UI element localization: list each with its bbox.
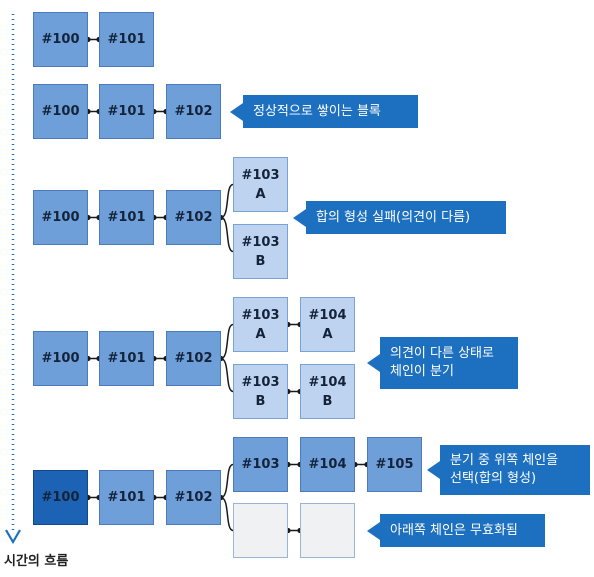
block-100: #100 xyxy=(33,470,88,525)
block-100: #100 xyxy=(33,190,88,245)
block-label: #100 xyxy=(41,32,80,47)
callout-text: 선택(합의 형성) xyxy=(450,471,537,486)
block-branch-a: #104 xyxy=(300,437,355,492)
callout-row5-invalidated: 아래쪽 체인은 무효화됨 xyxy=(367,514,545,547)
fork-link-upper xyxy=(220,323,234,360)
orphan-block xyxy=(233,503,288,558)
block-label: B xyxy=(322,393,333,409)
block-label: A xyxy=(322,326,333,342)
block-101: #101 xyxy=(99,84,154,139)
fork-link-upper xyxy=(220,463,234,499)
callout-text: 체인이 분기 xyxy=(390,364,454,379)
block-branch-a: #103 xyxy=(233,437,288,492)
callout-text: 아래쪽 체인은 무효화됨 xyxy=(390,522,518,538)
block-label: A xyxy=(255,326,266,342)
block-label: A xyxy=(255,186,266,202)
block-101: #101 xyxy=(99,470,154,525)
block-label: #103 xyxy=(241,234,280,250)
block-label: #104 xyxy=(308,457,347,472)
block-label: #103 xyxy=(241,374,280,390)
block-100: #100 xyxy=(33,12,88,67)
block-label: #101 xyxy=(107,351,146,366)
block-label: #100 xyxy=(41,104,80,119)
block-102: #102 xyxy=(166,470,221,525)
block-label: #102 xyxy=(174,351,213,366)
block-102: #102 xyxy=(166,331,221,386)
callout-text: 정상적으로 쌓이는 블록 xyxy=(253,103,381,119)
block-label: #100 xyxy=(41,210,80,225)
block-branch-a: #105 xyxy=(367,437,422,492)
block-label: #103 xyxy=(241,307,280,323)
block-label: #105 xyxy=(375,457,414,472)
block-label: #104 xyxy=(308,374,347,390)
block-label: #104 xyxy=(308,307,347,323)
callout-text: 의견이 다른 상태로 xyxy=(390,346,494,361)
time-axis-arrowhead xyxy=(5,529,21,545)
callout-text: 분기 중 위쪽 체인을 xyxy=(450,453,559,468)
fork-link-upper xyxy=(220,183,234,219)
block-label: #101 xyxy=(107,210,146,225)
block-label: #102 xyxy=(174,210,213,225)
block-label: #103 xyxy=(241,167,280,183)
block-label: #101 xyxy=(107,490,146,505)
block-101: #101 xyxy=(99,12,154,67)
fork-link-lower xyxy=(220,216,234,253)
block-label: #103 xyxy=(241,457,280,472)
fork-link-lower xyxy=(220,496,234,532)
fork-link-lower xyxy=(220,357,234,393)
block-100: #100 xyxy=(33,84,88,139)
orphan-block xyxy=(300,503,355,558)
block-label: #100 xyxy=(41,351,80,366)
block-102: #102 xyxy=(166,84,221,139)
callout-row3: 합의 형성 실패(의견이 다름) xyxy=(293,201,506,234)
block-label: B xyxy=(255,253,266,269)
time-axis-label: 시간의 흐름 xyxy=(4,554,69,569)
block-label: #101 xyxy=(107,104,146,119)
callout-row2: 정상적으로 쌓이는 블록 xyxy=(230,95,418,128)
block-label: #100 xyxy=(41,490,80,505)
callout-text: 합의 형성 실패(의견이 다름) xyxy=(316,209,471,225)
block-label: #102 xyxy=(174,490,213,505)
block-label: #102 xyxy=(174,104,213,119)
block-label: B xyxy=(255,393,266,409)
block-101: #101 xyxy=(99,190,154,245)
block-label: #101 xyxy=(107,32,146,47)
block-102: #102 xyxy=(166,190,221,245)
block-100: #100 xyxy=(33,331,88,386)
block-101: #101 xyxy=(99,331,154,386)
